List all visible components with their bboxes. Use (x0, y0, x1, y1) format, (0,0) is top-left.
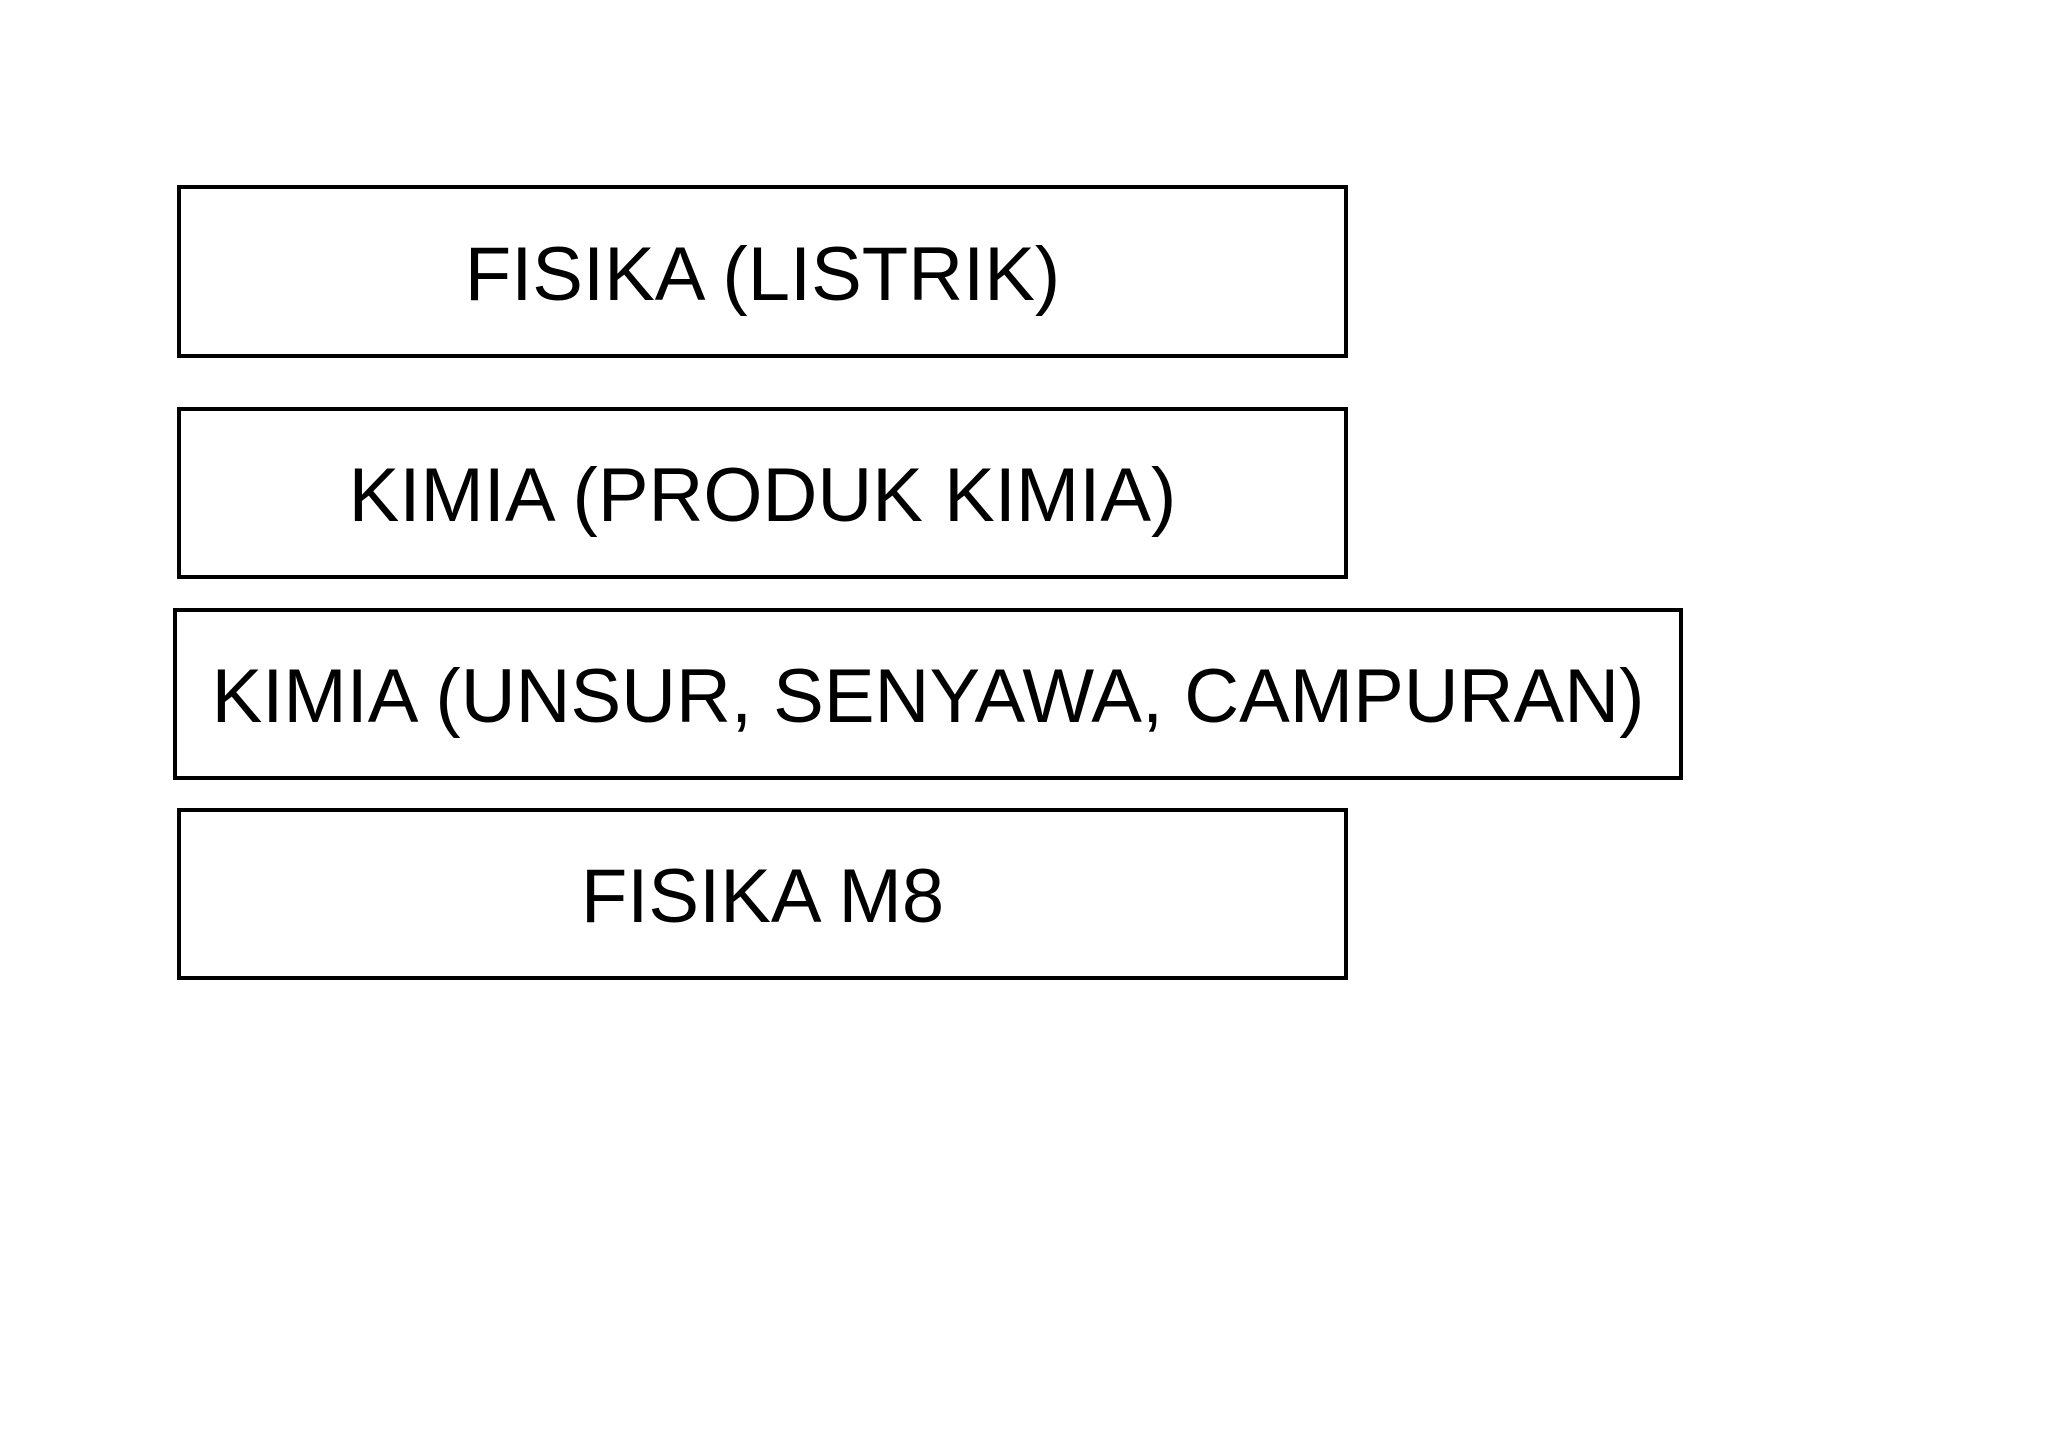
box-fisika-m8: FISIKA M8 (177, 808, 1348, 980)
box-kimia-produk-kimia-label: KIMIA (PRODUK KIMIA) (348, 453, 1177, 538)
box-fisika-listrik-label: FISIKA (LISTRIK) (464, 231, 1061, 317)
box-fisika-m8-label: FISIKA M8 (580, 854, 945, 939)
box-kimia-produk-kimia: KIMIA (PRODUK KIMIA) (177, 407, 1348, 579)
box-kimia-unsur-senyawa-campuran-label: KIMIA (UNSUR, SENYAWA, CAMPURAN) (211, 654, 1645, 739)
box-kimia-unsur-senyawa-campuran: KIMIA (UNSUR, SENYAWA, CAMPURAN) (173, 608, 1683, 780)
box-fisika-listrik: FISIKA (LISTRIK) (177, 185, 1348, 358)
